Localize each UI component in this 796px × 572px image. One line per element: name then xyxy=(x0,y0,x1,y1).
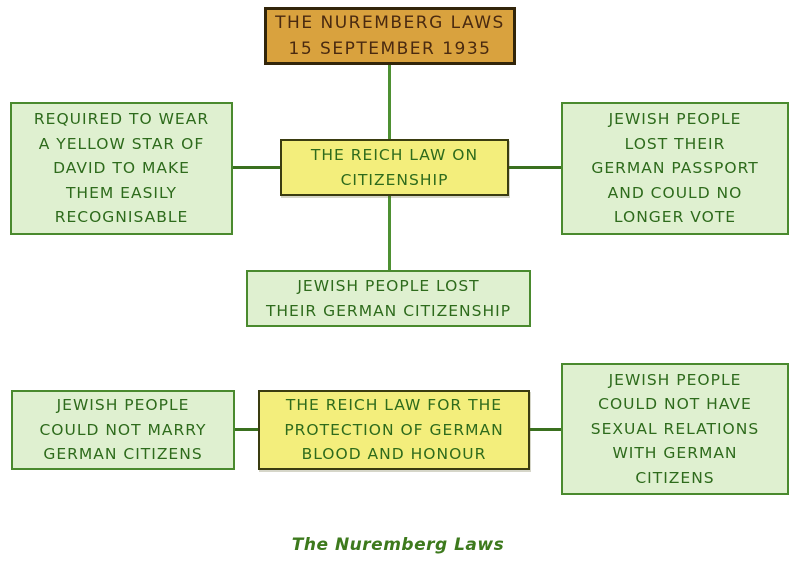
marriage-box: JEWISH PEOPLE COULD NOT MARRY GERMAN CIT… xyxy=(11,390,235,470)
connector-blood-honour-law-to-marriage xyxy=(234,428,259,431)
title-box: THE NUREMBERG LAWS 15 SEPTEMBER 1935 xyxy=(264,7,516,65)
connector-blood-honour-law-to-relations xyxy=(529,428,562,431)
connector-title-to-citizenship-law xyxy=(388,64,391,140)
connector-citizenship-law-to-yellow-star xyxy=(231,166,281,169)
blood-honour-law-box: THE REICH LAW FOR THE PROTECTION OF GERM… xyxy=(258,390,530,470)
sexual-relations-box: JEWISH PEOPLE COULD NOT HAVE SEXUAL RELA… xyxy=(561,363,789,495)
yellow-star-box: REQUIRED TO WEAR A YELLOW STAR OF DAVID … xyxy=(10,102,233,235)
citizenship-lost-box: JEWISH PEOPLE LOST THEIR GERMAN CITIZENS… xyxy=(246,270,531,327)
passport-vote-box: JEWISH PEOPLE LOST THEIR GERMAN PASSPORT… xyxy=(561,102,789,235)
reich-citizenship-law-box: THE REICH LAW ON CITIZENSHIP xyxy=(280,139,509,196)
connector-citizenship-law-to-citizenship-lost xyxy=(388,195,391,271)
connector-citizenship-law-to-passport xyxy=(508,166,562,169)
diagram-caption: The Nuremberg Laws xyxy=(291,535,505,555)
